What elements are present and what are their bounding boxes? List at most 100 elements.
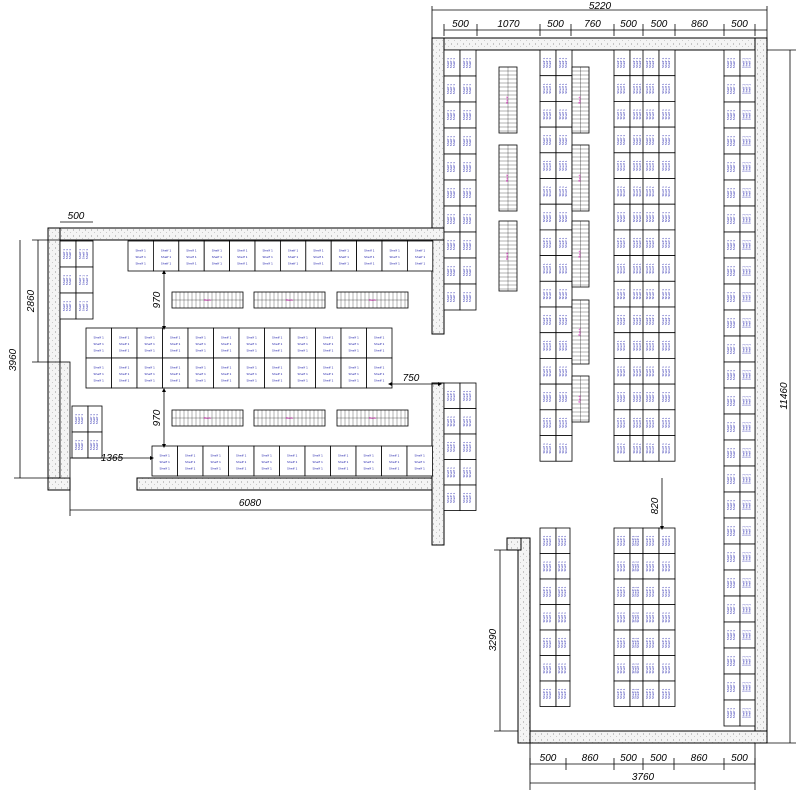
rack-label: Shelf 1 <box>545 612 549 622</box>
dim-bottom-segment: 860 <box>691 753 708 764</box>
rack-label: Shelf 1 <box>272 379 282 383</box>
rack-label: Shelf 1 <box>94 379 104 383</box>
rack-label: Shelf 1 <box>415 467 425 471</box>
rack-label: Shelf 1 <box>446 492 450 502</box>
rack-label: Shelf 1 <box>542 289 546 299</box>
rack-label: Shelf 1 <box>545 315 549 325</box>
rack-label: Shelf 1 <box>748 448 752 458</box>
rack-label: Shelf 1 <box>85 275 89 285</box>
rack-label: Shelf 1 <box>449 441 453 451</box>
rack-label: Shelf 1 <box>748 708 752 718</box>
rack-label: Shelf 1 <box>729 266 733 276</box>
rack-label: Shelf 1 <box>465 84 469 94</box>
rack-label: Shelf 1 <box>631 586 635 596</box>
rack-label: Shelf 1 <box>542 561 546 571</box>
rack-label: Shelf 1 <box>119 372 129 376</box>
rack-label: Shelf 1 <box>745 266 749 276</box>
rack-label: Shelf 1 <box>247 379 257 383</box>
dim-bottom-segment: 500 <box>540 753 557 764</box>
rack-label: Shelf 1 <box>636 612 640 622</box>
rack-label: Shelf 1 <box>732 162 736 172</box>
rack-label: Shelf 1 <box>558 58 562 68</box>
rack-label: Shelf 1 <box>664 561 668 571</box>
cart-label: Rack <box>204 416 212 420</box>
rack-label: Shelf 1 <box>667 186 671 196</box>
rack-label: Shelf 1 <box>560 612 564 622</box>
rack-label: Shelf 1 <box>561 212 565 222</box>
rack-label: Shelf 1 <box>732 292 736 302</box>
cart-label: Rack <box>505 96 509 104</box>
rack-label: Shelf 1 <box>745 500 749 510</box>
rack-label: Shelf 1 <box>560 663 564 673</box>
rack-label: Shelf 1 <box>545 186 549 196</box>
rack-label: Shelf 1 <box>564 212 568 222</box>
wall-segment <box>506 537 522 551</box>
rack-label: Shelf 1 <box>667 263 671 273</box>
rack-label: Shelf 1 <box>449 292 453 302</box>
rack-label: Shelf 1 <box>645 186 649 196</box>
rack-label: Shelf 1 <box>468 292 472 302</box>
rack-label: Shelf 1 <box>462 136 466 146</box>
dim-bottom-segment: 500 <box>650 753 667 764</box>
rack-label: Shelf 1 <box>635 289 639 299</box>
rack-label: Shelf 1 <box>468 136 472 146</box>
rack-label: Shelf 1 <box>364 467 374 471</box>
rack-label: Shelf 1 <box>548 58 552 68</box>
rack-label: Shelf 1 <box>465 266 469 276</box>
rack-label: Shelf 1 <box>564 315 568 325</box>
rack-label: Shelf 1 <box>542 417 546 427</box>
rack-label: Shelf 1 <box>651 160 655 170</box>
rack-label: Shelf 1 <box>563 535 567 545</box>
rack-label: Shelf 1 <box>564 186 568 196</box>
rack-label: Shelf 1 <box>632 443 636 453</box>
rack-label: Shelf 1 <box>661 212 665 222</box>
rack-label: Shelf 1 <box>465 467 469 477</box>
rack-label: Shelf 1 <box>465 416 469 426</box>
rack-label: Shelf 1 <box>745 604 749 614</box>
rack-label: Shelf 1 <box>465 214 469 224</box>
rack-label: Shelf 1 <box>616 186 620 196</box>
rack-label: Shelf 1 <box>651 612 655 622</box>
rack-label: Shelf 1 <box>651 289 655 299</box>
rack-label: Shelf 1 <box>726 656 730 666</box>
rack-label: Shelf 1 <box>748 656 752 666</box>
rack-label: Shelf 1 <box>561 443 565 453</box>
rack-label: Shelf 1 <box>446 188 450 198</box>
rack-label: Shelf 1 <box>631 637 635 647</box>
rack-label: Shelf 1 <box>452 266 456 276</box>
rack-label: Shelf 1 <box>196 342 206 346</box>
rack-label: Shelf 1 <box>135 249 145 253</box>
rack-label: Shelf 1 <box>619 237 623 247</box>
rack-label: Shelf 1 <box>542 688 546 698</box>
rack-label: Shelf 1 <box>729 370 733 380</box>
rack-label: Shelf 1 <box>542 612 546 622</box>
rack-label: Shelf 1 <box>726 552 730 562</box>
rack-label: Shelf 1 <box>185 467 195 471</box>
rack-label: Shelf 1 <box>548 212 552 222</box>
rack-label: Shelf 1 <box>638 160 642 170</box>
